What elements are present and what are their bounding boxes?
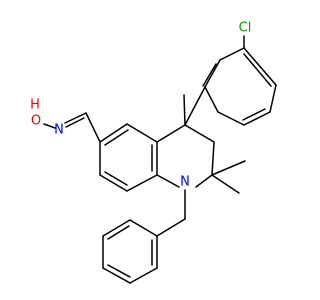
bond: [211, 174, 240, 194]
bond: [219, 47, 245, 61]
oxime-nitrogen-atom-label: N: [54, 123, 64, 138]
bonds: [43, 35, 277, 284]
bond: [64, 112, 87, 124]
bond: [243, 53, 272, 87]
bond: [184, 124, 215, 143]
bond: [195, 174, 213, 188]
bond: [211, 160, 246, 176]
bond: [204, 86, 219, 113]
bond: [104, 171, 128, 186]
bond: [126, 174, 158, 192]
chlorine-atom-label: Cl: [239, 21, 252, 36]
bond: [107, 264, 131, 278]
bond: [99, 174, 128, 192]
bond: [126, 123, 158, 143]
atom-labels: Cl N N O H: [30, 21, 251, 190]
bond: [65, 117, 85, 128]
bond: [85, 112, 101, 143]
ring-nitrogen-atom-label: N: [180, 175, 190, 190]
bond: [102, 267, 131, 284]
bond: [243, 47, 277, 86]
bond: [104, 129, 129, 146]
bond: [183, 94, 186, 126]
bond: [43, 123, 56, 129]
bond: [156, 124, 186, 143]
bond: [129, 219, 158, 237]
bond: [99, 123, 128, 143]
bond: [202, 63, 217, 87]
bond: [211, 141, 215, 176]
bond: [156, 218, 186, 237]
bond: [217, 111, 245, 126]
bond: [269, 84, 277, 113]
bond: [204, 59, 221, 88]
bond: [107, 225, 130, 240]
bond: [242, 108, 266, 121]
bond: [102, 219, 131, 237]
hydroxyl-oxygen-atom-label: O: [31, 114, 41, 129]
bond: [129, 267, 158, 284]
molecule-structure: Cl N N O H: [30, 21, 277, 284]
bond: [184, 86, 206, 126]
bond: [243, 111, 271, 126]
bond: [156, 174, 180, 188]
hydroxyl-hydrogen-atom-label: H: [30, 98, 40, 113]
